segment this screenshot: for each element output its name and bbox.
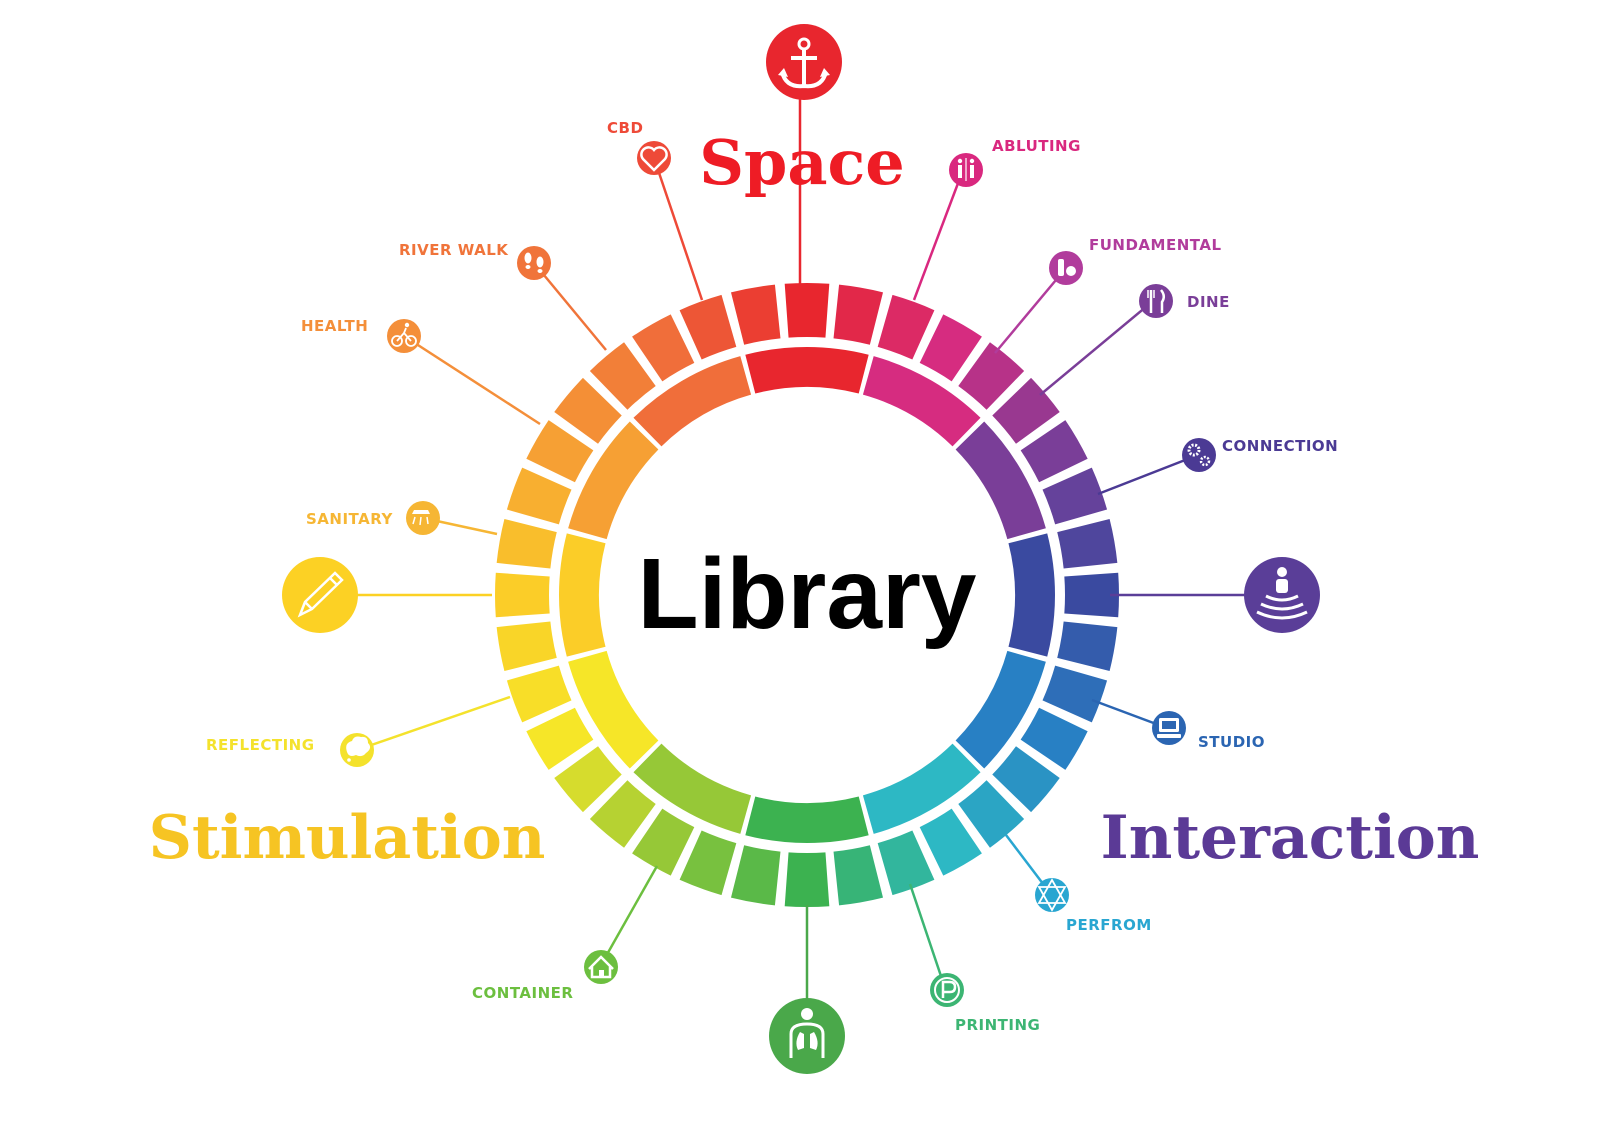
computer-icon — [1152, 711, 1186, 745]
outer-color-ring — [494, 283, 1119, 907]
restroom-icon — [949, 153, 983, 187]
label-container: CONTAINER — [472, 984, 573, 1002]
inner-ring-segment — [633, 743, 752, 834]
inner-ring-segment — [955, 650, 1046, 769]
outer-ring-segment — [877, 830, 935, 896]
label-river-walk: RIVER WALK — [399, 241, 509, 259]
inner-ring-segment — [955, 421, 1046, 540]
inner-ring-segment — [633, 356, 752, 447]
spoke-line-cbd — [652, 157, 704, 301]
inner-ring-segment — [862, 356, 981, 447]
category-space: Space — [699, 126, 905, 199]
spoke-line-health — [403, 334, 541, 426]
outer-ring-segment — [730, 845, 781, 906]
outer-ring-segment — [526, 420, 594, 483]
outer-ring-segment — [992, 746, 1060, 813]
outer-ring-segment — [1020, 420, 1088, 483]
person-lungs-icon — [769, 998, 845, 1074]
heart-icon — [637, 141, 671, 175]
spoke-labels: CBD ABLUTING FUNDAMENTAL DINE RIVER WALK… — [206, 119, 1338, 1034]
outer-ring-segment — [632, 808, 695, 876]
outer-ring-segment — [496, 518, 557, 569]
spoke-line-printing — [908, 883, 947, 989]
parking-p-icon — [930, 973, 964, 1007]
outer-ring-segment — [554, 746, 622, 813]
outer-ring-segment — [589, 342, 656, 410]
outer-ring-segment — [1057, 518, 1118, 569]
outer-ring-segment — [679, 830, 737, 896]
inner-ring-segment — [568, 421, 659, 540]
inner-color-ring — [559, 347, 1055, 844]
person-signal-icon — [1244, 557, 1320, 633]
outer-ring-segment — [784, 283, 830, 338]
spoke-line-connection — [1097, 453, 1199, 496]
label-fundamental: FUNDAMENTAL — [1089, 236, 1222, 254]
outer-ring-segment — [1042, 665, 1108, 723]
spoke-line-container — [599, 865, 659, 966]
outer-ring-segment — [1057, 621, 1118, 672]
label-printing: PRINTING — [955, 1016, 1040, 1034]
outer-ring-segment — [919, 314, 982, 382]
label-cbd: CBD — [607, 119, 643, 137]
inner-ring-segment — [862, 743, 981, 834]
label-perfrom: PERFROM — [1066, 916, 1152, 934]
outer-ring-segment — [877, 294, 935, 360]
anchor-icon — [766, 24, 842, 100]
house-icon — [584, 950, 618, 984]
outer-ring-segment — [992, 377, 1060, 444]
inner-ring-segment — [568, 650, 659, 769]
fork-knife-icon — [1139, 284, 1173, 318]
gears-icon — [1182, 438, 1216, 472]
label-sanitary: SANITARY — [306, 510, 393, 528]
outer-ring-segment — [784, 852, 830, 907]
outer-ring-segment — [1064, 572, 1119, 618]
label-ablutin: ABLUTING — [992, 137, 1081, 155]
label-connection: CONNECTION — [1222, 437, 1338, 455]
spoke-line-dine — [1039, 300, 1154, 396]
cyclist-icon — [387, 319, 421, 353]
spoke-line-ablutin — [912, 169, 965, 301]
category-stimulation: Stimulation — [149, 803, 546, 873]
outer-ring-segment — [1042, 467, 1108, 525]
outer-ring-segment — [833, 845, 884, 906]
spoke-line-reflecting — [356, 695, 511, 752]
outer-ring-segment — [730, 284, 781, 345]
label-studio: STUDIO — [1198, 733, 1265, 751]
outer-ring-segment — [632, 314, 695, 382]
outer-ring-segment — [919, 808, 982, 876]
inner-ring-segment — [559, 533, 606, 657]
outer-ring-segment — [526, 707, 594, 770]
outer-ring-segment — [679, 294, 737, 360]
star-sign-icon — [1035, 878, 1069, 912]
spoke-line-fundamental — [994, 267, 1067, 354]
outer-ring-segment — [589, 780, 656, 848]
outer-ring-segment — [496, 621, 557, 672]
inner-ring-segment — [1008, 533, 1055, 657]
outer-ring-segment — [554, 377, 622, 444]
bottle-apple-icon — [1049, 251, 1083, 285]
spoke-icons — [282, 24, 1320, 1074]
pencil-icon — [282, 557, 358, 633]
outer-ring-segment — [833, 284, 884, 345]
center-label: Library — [637, 538, 976, 650]
outer-ring-segment — [494, 572, 550, 618]
label-health: HEALTH — [301, 317, 368, 335]
spoke-line-river-walk — [533, 262, 607, 351]
outer-ring-segment — [506, 665, 572, 723]
shower-icon — [406, 501, 440, 535]
label-reflecting: REFLECTING — [206, 736, 315, 754]
outer-ring-segment — [1020, 707, 1088, 770]
inner-ring-segment — [745, 796, 869, 844]
thought-cloud-icon — [340, 733, 374, 767]
label-dine: DINE — [1187, 293, 1230, 311]
outer-ring-segment — [506, 467, 572, 525]
category-interaction: Interaction — [1101, 803, 1480, 873]
inner-ring-segment — [745, 347, 869, 394]
footprints-icon — [517, 246, 551, 280]
outer-ring-segment — [958, 780, 1025, 848]
outer-ring-segment — [958, 342, 1025, 410]
